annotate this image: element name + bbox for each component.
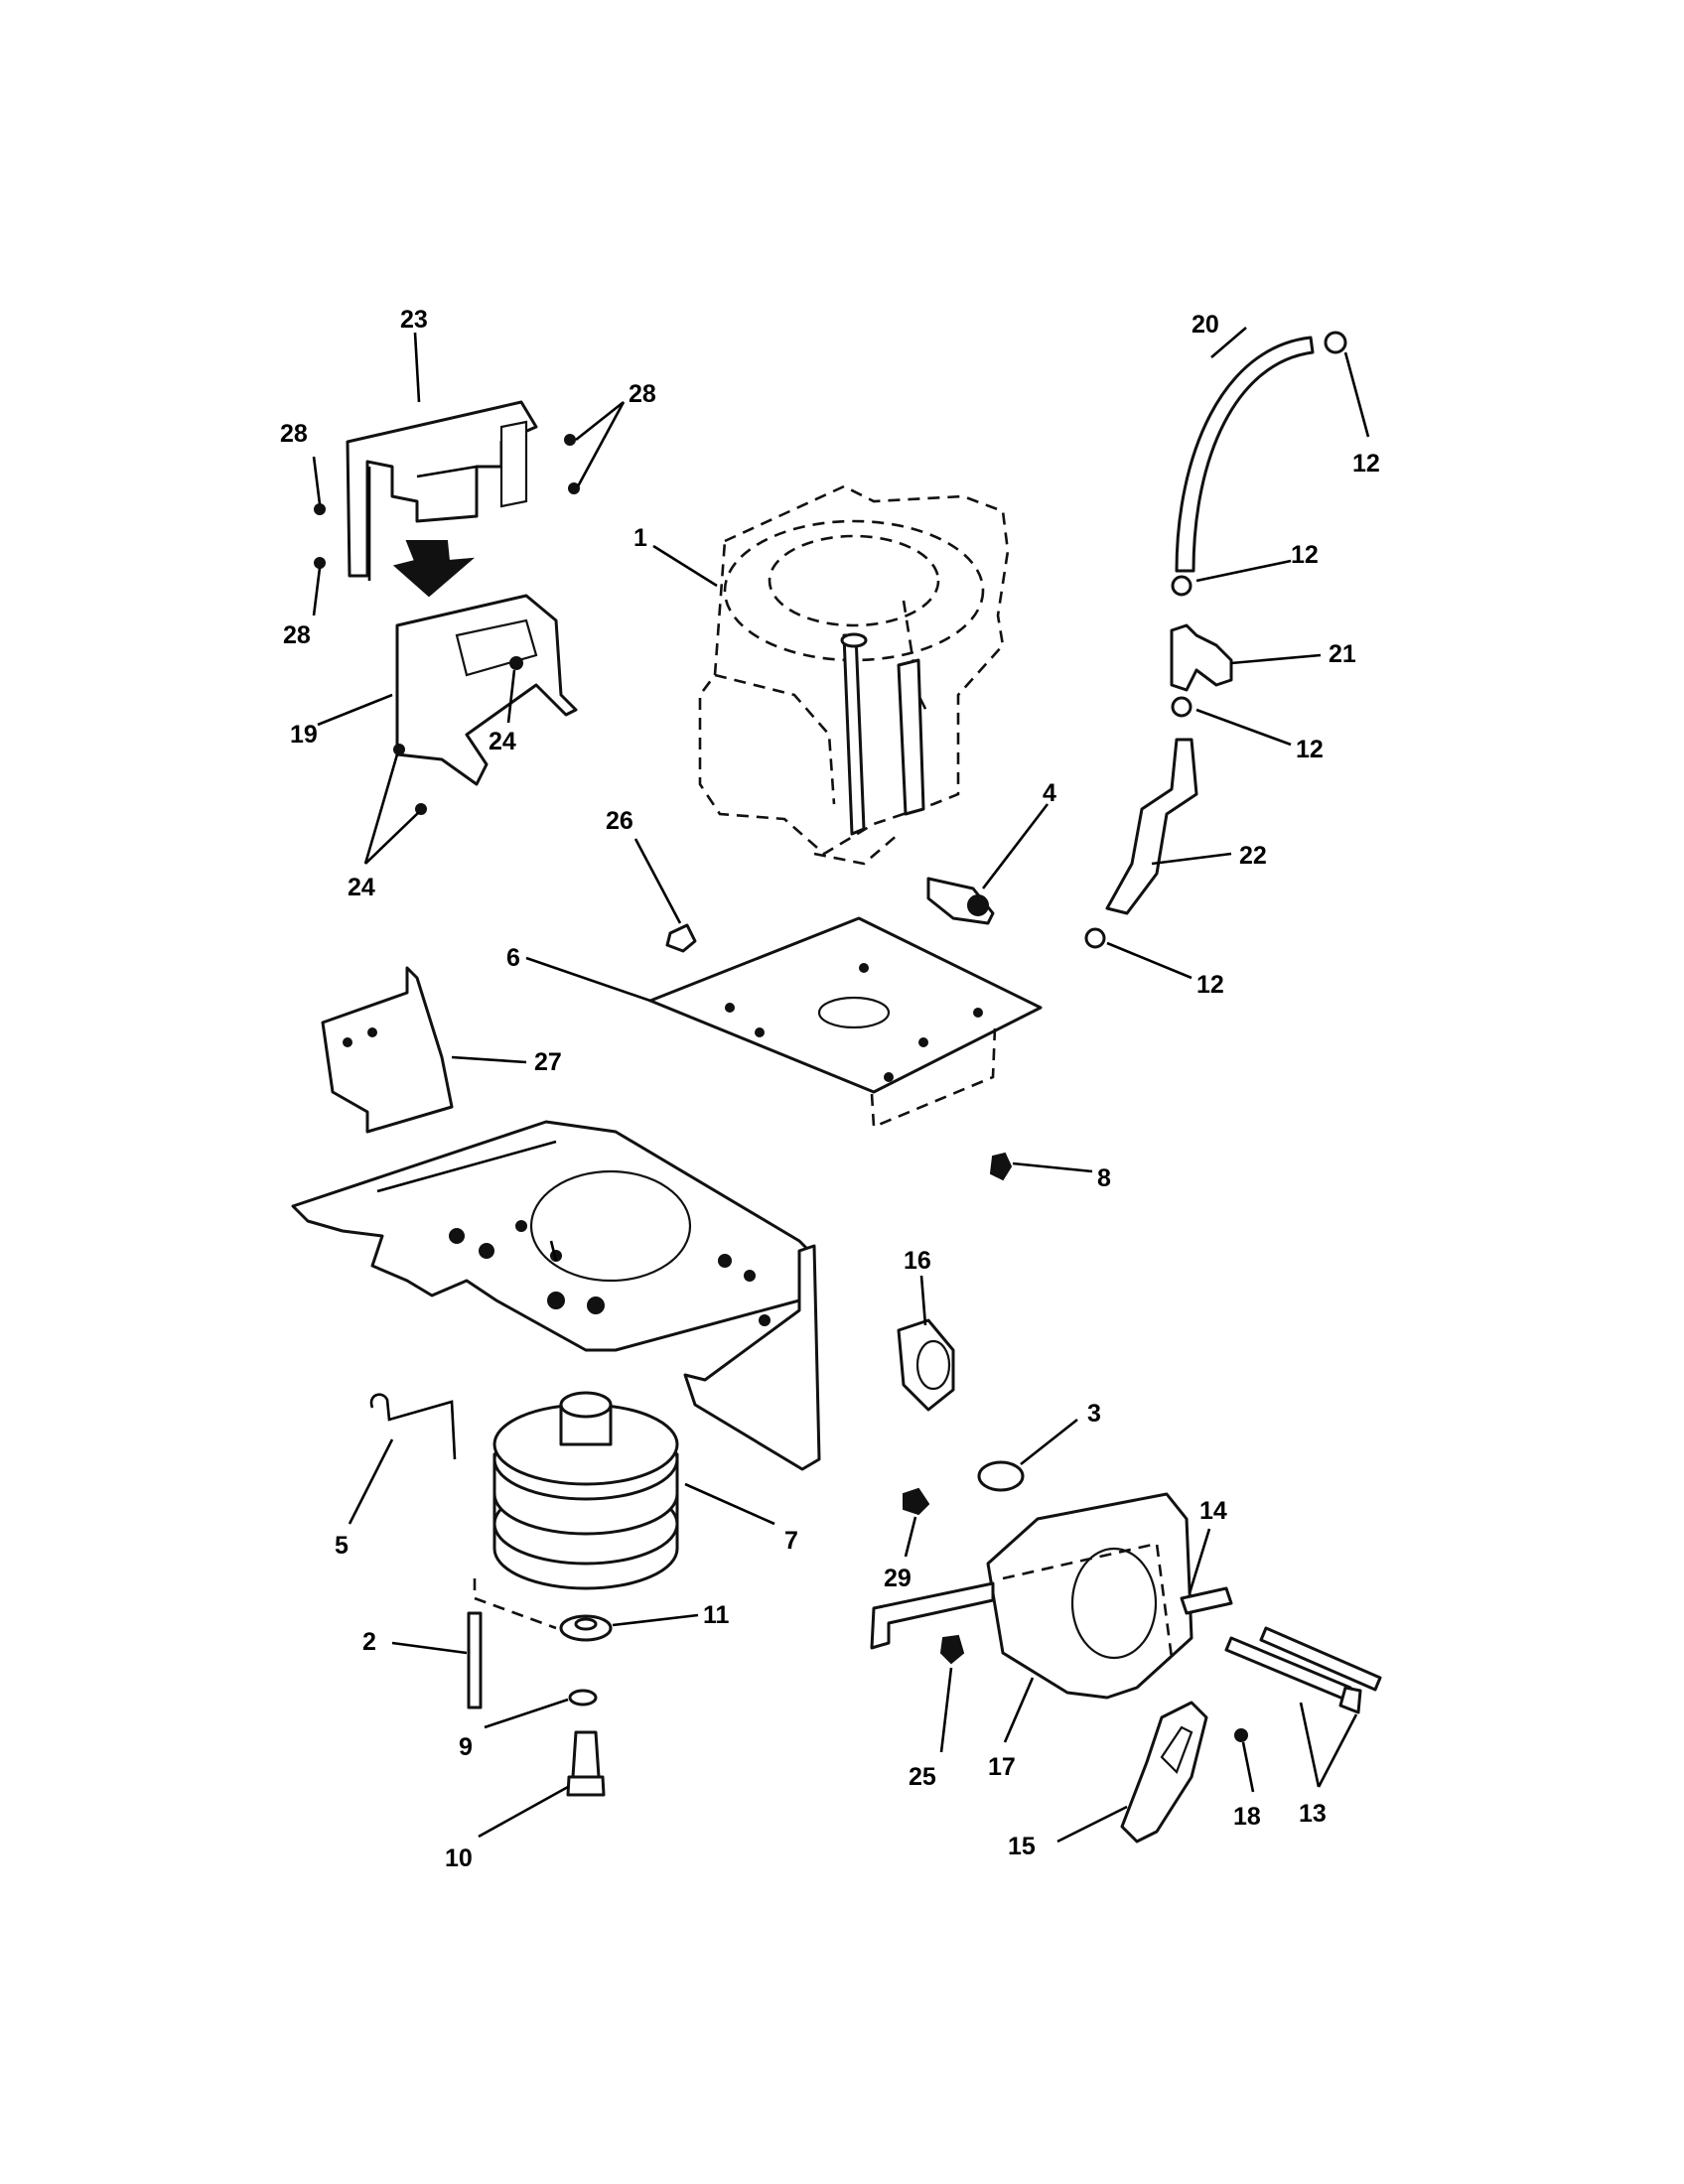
- part-5-rod: [369, 1393, 457, 1460]
- callout-11: 11: [703, 1601, 730, 1629]
- callout-27: 27: [534, 1048, 562, 1076]
- callout-10: 10: [445, 1844, 473, 1872]
- callout-labels: 23 28 28 28 1 20 12 12 21 12 19 24 24 26…: [280, 306, 1380, 1872]
- part-10-bolt: [566, 1730, 606, 1797]
- callout-20: 20: [1192, 311, 1219, 339]
- part-21-valve: [1170, 623, 1233, 692]
- part-4-fitting: [926, 877, 995, 925]
- callout-12-b: 12: [1291, 541, 1319, 569]
- callout-26: 26: [606, 807, 633, 835]
- callout-29: 29: [884, 1565, 912, 1592]
- callout-16: 16: [904, 1247, 931, 1275]
- part-27-bracket: [321, 966, 454, 1134]
- callout-18: 18: [1233, 1803, 1261, 1831]
- frame-deck: [291, 1120, 821, 1471]
- part-6-plate: [648, 916, 1043, 1129]
- part-19-shroud: [395, 594, 578, 786]
- part-13-bolts: [1224, 1626, 1382, 1714]
- callout-12-a: 12: [1352, 450, 1380, 478]
- part-7-pulley: [473, 1391, 679, 1630]
- part-25-bolt: [939, 1634, 965, 1665]
- callout-8: 8: [1097, 1164, 1111, 1192]
- callout-12-d: 12: [1196, 971, 1224, 999]
- callout-2: 2: [362, 1628, 376, 1656]
- arrow-down-icon: [392, 540, 476, 598]
- part-9-lockwasher: [568, 1689, 598, 1706]
- callout-24-b: 24: [348, 874, 375, 901]
- part-23-shroud: [346, 400, 538, 581]
- callout-21: 21: [1329, 640, 1356, 668]
- callout-3: 3: [1087, 1400, 1101, 1428]
- callout-13: 13: [1299, 1800, 1327, 1828]
- callout-1: 1: [633, 524, 647, 552]
- callout-6: 6: [506, 944, 520, 972]
- callout-28-c: 28: [283, 621, 311, 649]
- part-20-hose: [1175, 336, 1315, 573]
- callout-22: 22: [1239, 842, 1267, 870]
- part-1-engine: [698, 484, 1010, 866]
- part-26-clip: [665, 923, 697, 953]
- leader-lines: [312, 327, 1370, 1843]
- callout-15: 15: [1008, 1833, 1036, 1860]
- part-22-hose: [1105, 738, 1198, 915]
- callout-25: 25: [909, 1763, 936, 1791]
- part-29-screw: [903, 1487, 930, 1516]
- callout-12-c: 12: [1296, 736, 1324, 763]
- part-11-washer: [559, 1614, 613, 1642]
- callout-17: 17: [988, 1753, 1016, 1781]
- part-16-flange: [897, 1318, 955, 1412]
- part-15-shield: [1120, 1701, 1208, 1843]
- callout-7: 7: [784, 1527, 798, 1555]
- callout-14: 14: [1199, 1497, 1227, 1525]
- callout-28-b: 28: [629, 380, 656, 408]
- callout-4: 4: [1043, 779, 1056, 807]
- callout-9: 9: [459, 1733, 473, 1761]
- clamps-12: [1084, 331, 1347, 949]
- callout-5: 5: [335, 1532, 349, 1560]
- part-14-plate: [1180, 1586, 1233, 1615]
- part-3-gasket: [977, 1460, 1025, 1492]
- callout-23: 23: [400, 306, 428, 334]
- callout-24-a: 24: [489, 728, 516, 755]
- callout-19: 19: [290, 721, 318, 749]
- part-8-bolt: [989, 1152, 1013, 1181]
- callout-28-a: 28: [280, 420, 308, 448]
- part-17-muffler: [870, 1492, 1193, 1700]
- part-18-screw: [1234, 1728, 1248, 1742]
- part-2-key: [467, 1611, 483, 1709]
